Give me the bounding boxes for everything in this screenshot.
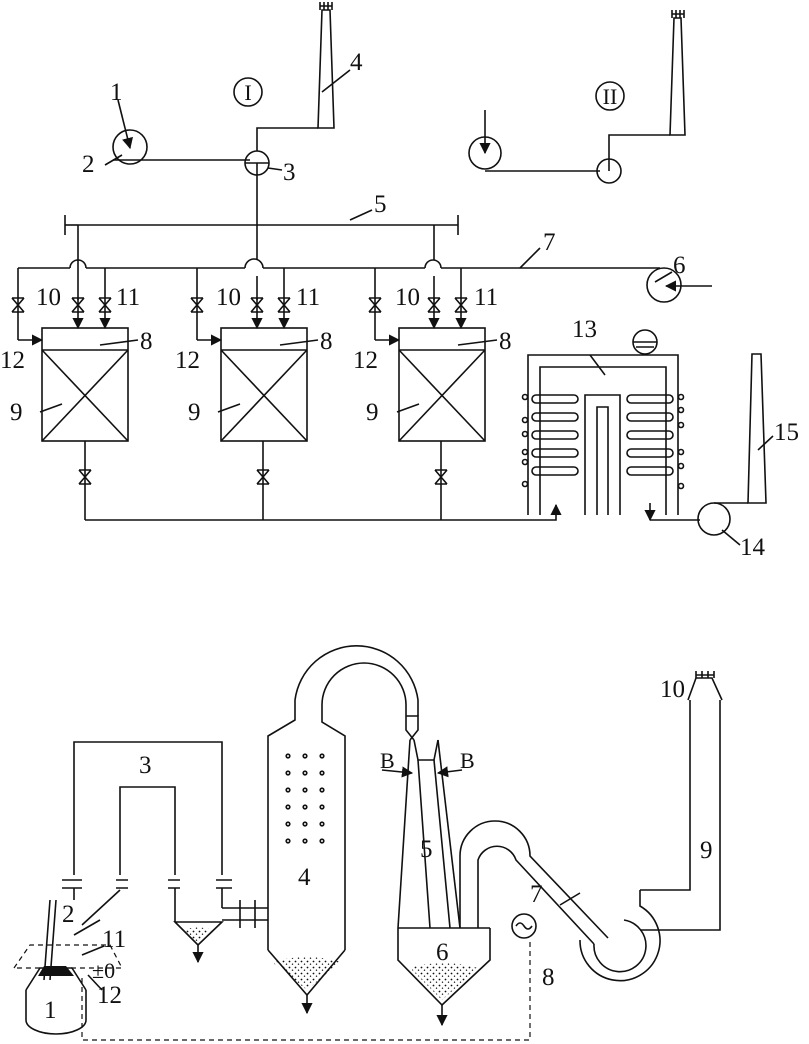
flue-collector-line [85, 503, 562, 521]
label-5: 5 [374, 191, 387, 218]
label-b-10: 10 [660, 676, 685, 703]
waste-heat-boiler-13 [521, 329, 685, 515]
label-8-unit-1: 8 [140, 328, 153, 355]
label-10-unit-3: 10 [395, 284, 420, 311]
label-8-unit-2: 8 [320, 328, 333, 355]
system-one-marker: I [233, 77, 263, 107]
fan-duct-loop [459, 820, 609, 945]
induced-fan-8 [579, 671, 723, 982]
label-12-unit-1: 12 [0, 347, 25, 374]
label-8-unit-3: 8 [499, 328, 512, 355]
label-1: 1 [110, 79, 123, 106]
three-way-valve-3 [244, 150, 270, 176]
label-b-9: 9 [700, 837, 713, 864]
reactor-unit-1 [11, 268, 129, 520]
system-two-label: II [603, 84, 618, 109]
label-10-unit-2: 10 [216, 284, 241, 311]
system-one-label: I [244, 80, 251, 105]
label-b-4: 4 [298, 864, 311, 891]
label-b-3: 3 [139, 752, 152, 779]
stack-4 [256, 2, 335, 151]
control-signal-line [81, 938, 531, 1041]
label-9-unit-1: 9 [10, 399, 23, 426]
label-b-2: 2 [62, 901, 75, 928]
system-two-group [468, 10, 686, 184]
label-b-7: 7 [530, 881, 543, 908]
tower-inlet-flange [222, 900, 268, 928]
top-diagram: I II [0, 2, 799, 561]
label-12-unit-2: 12 [175, 347, 200, 374]
fan-6 [646, 267, 712, 303]
label-11-unit-3: 11 [474, 284, 498, 311]
fan-2 [112, 99, 148, 165]
label-10-unit-1: 10 [36, 284, 61, 311]
bottom-leader-lines [73, 892, 581, 991]
label-11-unit-2: 11 [296, 284, 320, 311]
label-b-flange-b-left: B [380, 748, 395, 773]
label-b-1: 1 [44, 997, 57, 1024]
ladle-1 [12, 899, 123, 1035]
label-2: 2 [82, 151, 95, 178]
label-7: 7 [543, 229, 556, 256]
tower-nozzle-grid [285, 753, 325, 844]
reactor-unit-3 [368, 268, 486, 520]
label-b-6: 6 [436, 939, 449, 966]
label-b-flange-b-right: B [460, 748, 475, 773]
reactor-unit-2 [190, 268, 308, 520]
motor-7 [511, 913, 537, 939]
stack-15 [747, 353, 767, 504]
top-leader-lines [39, 69, 774, 546]
label-14: 14 [740, 534, 766, 561]
label-6: 6 [673, 252, 686, 279]
label-11-unit-1: 11 [116, 284, 140, 311]
hood-duct-3 [62, 741, 232, 926]
label-3: 3 [283, 159, 296, 186]
fan-14 [697, 502, 748, 536]
label-4: 4 [350, 49, 363, 76]
label-15: 15 [774, 419, 799, 446]
label-13: 13 [572, 316, 597, 343]
bottom-diagram: 1 2 3 4 5 6 7 8 9 10 11 12 ±0 B B [12, 645, 723, 1041]
label-9-unit-2: 9 [188, 399, 201, 426]
label-b-8: 8 [542, 964, 555, 991]
label-b-zero-level: ±0 [92, 958, 115, 983]
cyclone-5 [381, 715, 463, 929]
label-12-unit-3: 12 [353, 347, 378, 374]
label-b-12: 12 [97, 982, 122, 1009]
label-b-11: 11 [102, 926, 126, 953]
dust-bin-6 [397, 927, 491, 1027]
system-two-marker: II [595, 81, 625, 111]
label-b-5: 5 [420, 836, 433, 863]
steam-drum [632, 329, 658, 355]
label-9-unit-3: 9 [366, 399, 379, 426]
dust-hopper-small [173, 921, 224, 964]
tower-4 [267, 645, 419, 1015]
